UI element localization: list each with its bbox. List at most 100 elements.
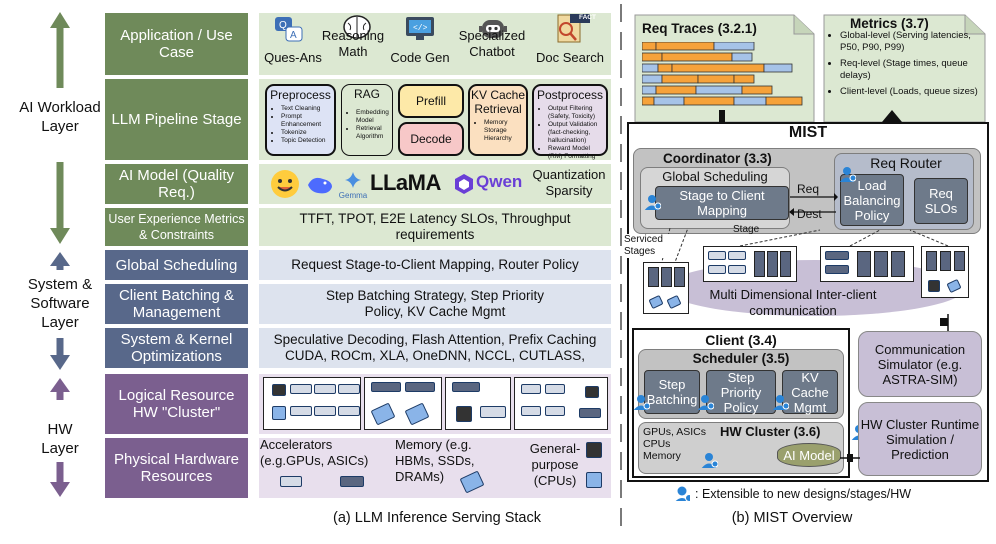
preprocess-item: Topic Detection [281,137,334,145]
pipeline-kv-cache: KV Cache Retrieval Memory Storage Hierar… [468,84,528,156]
pipeline-preprocess: Preprocess Text Cleaning Prompt Enhancem… [265,84,336,156]
layer-ai-model: AI Model (Quality Req.) [105,164,248,204]
accelerator-card-icon [825,251,849,260]
rag-item: Retrieval Algorithm [356,125,392,141]
hw-cluster-title: HW Cluster (3.6) [720,424,821,439]
memory-tile [874,251,888,277]
client-node-2 [703,246,797,282]
load-balancing-box: Load Balancing Policy [840,174,904,226]
plug-connector [940,318,948,326]
app-code-gen: Code Gen [390,50,450,65]
accelerator-card-icon [825,265,849,274]
preprocess-item: Prompt Enhancement [281,113,334,129]
multi-dim-comm-label: Multi Dimensional Inter-client communica… [709,287,877,318]
caption-a: (a) LLM Inference Serving Stack [333,510,541,526]
cpu-icon [586,442,602,458]
panel-divider [620,4,622,535]
metrics-item: Global-level (Serving latencies, P50, P9… [840,30,982,54]
gpu-icon [728,251,746,260]
app-chatbot: Specialized Chatbot [458,28,526,59]
memory-tile [661,267,672,287]
chip-icon [272,406,286,420]
cpu-icon [585,386,599,398]
gpu-icon [521,384,541,394]
req-traces-title: Req Traces (3.2.1) [642,21,757,36]
memory-tile [926,251,937,271]
layer-logical-resource: Logical Resource HW "Cluster" [105,374,248,434]
ssd-icon [370,402,396,426]
pipeline-postprocess: Postprocess Output Filtering (Safety, To… [532,84,608,160]
qwen-logo: Qwen [476,172,523,191]
layer-pipeline: LLM Pipeline Stage [105,79,248,160]
gpu-icon [545,406,565,416]
ssd-icon [666,294,682,310]
step-batching-box: Step Batching [644,370,700,414]
row-global-scheduling: Request Stage-to-Client Mapping, Router … [259,250,611,280]
postprocess-item: Reward Model (RM) Formatting [548,145,606,161]
quantization-sparsity: Quantization Sparsity [532,167,606,198]
app-reasoning: Reasoning Math [321,28,385,59]
hw-runtime-box: HW Cluster Runtime Simulation / Predicti… [858,402,982,476]
serviced-stages-label: Serviced Stages [624,234,672,258]
postprocess-title: Postprocess [536,88,604,102]
extensible-user-icon [701,453,718,468]
hw-cluster-box-4 [514,377,608,430]
metrics-item: Client-level (Loads, queue sizes) [840,86,982,98]
metrics-title: Metrics (3.7) [850,16,929,31]
gpu-icon [290,406,312,416]
client-node-3 [820,246,914,282]
extensible-user-icon [633,395,650,410]
memory-tile [857,251,871,277]
rag-title: RAG [353,87,380,101]
row-ux: TTFT, TPOT, E2E Latency SLOs, Throughput… [259,208,611,246]
extensible-legend-icon [675,486,690,501]
extensible-user-icon [697,395,714,410]
req-dest-arrows [789,193,838,216]
rag-item: Embedding Model [356,109,392,125]
cpu-icon [272,384,286,396]
gpu-icon [708,265,726,274]
pipeline-rag: RAG Embedding Model Retrieval Algorithm [341,84,393,156]
chip-icon [586,472,602,488]
layer-client-batching: Client Batching & Management [105,284,248,324]
gpu-icon [280,476,302,487]
gpus-asics-label: GPUs, ASICs CPUs Memory [643,426,707,462]
global-scheduling-title: Global Scheduling [662,169,768,184]
pipeline-prefill: Prefill [398,84,464,118]
comm-simulator-box: Communication Simulator (e.g. ASTRA-SIM) [858,331,982,397]
extensible-user-icon [839,167,856,182]
preprocess-item: Tokenize [281,129,334,137]
trace-bars [642,42,803,106]
accelerator-card-icon [340,476,364,487]
memory-tile [780,251,791,277]
gemma-logo: Gemma [335,172,371,200]
stage-label: Stage [733,224,760,235]
svg-text:</>: </> [413,24,428,33]
metrics-item: Req-level (Stage times, queue delays) [840,58,982,82]
memory-tile [891,251,905,277]
postprocess-item: Output Filtering (Safety, Toxicity) [548,105,606,121]
hw-layer-label: HW Layer [41,421,79,457]
row-physical-hardware [259,438,611,498]
side-arrows [50,12,70,497]
phys-accelerators: Accelerators (e.g.GPUs, ASICs) [260,437,369,468]
extensible-legend-text: : Extensible to new designs/stages/HW [695,487,912,501]
app-qa: Ques-Ans [264,50,322,65]
ai-workload-layer-label: AI Workload Layer [19,99,101,135]
ssd-icon [946,278,962,294]
memory-tile [767,251,778,277]
gpu-icon [338,406,360,416]
hw-cluster-box-3 [445,377,511,430]
hw-cluster-box-1 [263,377,361,430]
gpu-icon [290,384,312,394]
req-label: Req [797,182,820,196]
phys-cpus: General-purpose (CPUs) [529,441,581,488]
row-client-batching: Step Batching Strategy, Step Priority Po… [259,284,611,324]
req-slos-box: Req SLOs [914,178,968,224]
client-node-1 [643,262,689,314]
cpu-icon [928,280,940,292]
stage-mapping-box: Stage to Client Mapping [655,186,789,220]
accelerator-card-icon [579,408,601,418]
deepseek-icon [308,177,332,194]
client-title: Client (3.4) [705,332,777,348]
